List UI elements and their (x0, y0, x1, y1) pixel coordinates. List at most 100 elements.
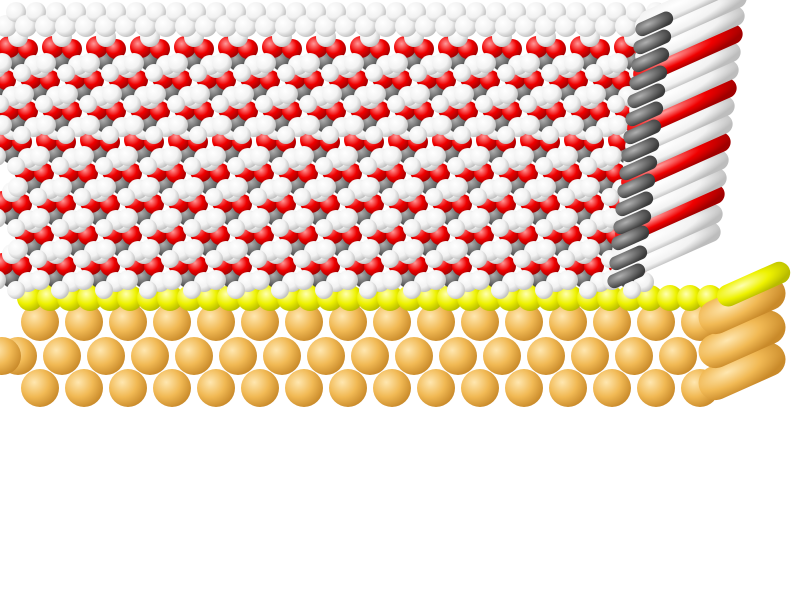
hydrogen-atom (80, 53, 100, 73)
hydrogen-atom (476, 115, 496, 135)
hydrogen-atom (409, 64, 427, 82)
hydrogen-atom (315, 157, 333, 175)
hydrogen-atom (410, 84, 430, 104)
gold-atom (505, 303, 543, 341)
hydrogen-atom (360, 177, 380, 197)
hydrogen-atom (426, 146, 446, 166)
hydrogen-atom (580, 177, 600, 197)
hydrogen-atom (365, 64, 383, 82)
gold-atom (109, 369, 147, 407)
hydrogen-atom (447, 219, 465, 237)
hydrogen-atom (140, 239, 160, 259)
side-carbon-column (619, 155, 658, 181)
hydrogen-atom (52, 177, 72, 197)
gold-atom (21, 303, 59, 341)
hydrogen-atom (520, 53, 540, 73)
gold-atom (527, 337, 565, 375)
hydrogen-atom (0, 53, 12, 73)
hydrogen-atom (30, 208, 50, 228)
hydrogen-atom (300, 115, 320, 135)
gold-atom (219, 337, 257, 375)
hydrogen-atom (470, 270, 490, 290)
hydrogen-atom (608, 115, 628, 135)
hydrogen-atom (382, 146, 402, 166)
hydrogen-atom (250, 208, 270, 228)
oxygen-atom (0, 70, 16, 90)
hydrogen-atom (542, 84, 562, 104)
hydrogen-atom (145, 126, 163, 144)
gold-atom (65, 369, 103, 407)
hydrogen-atom (535, 281, 553, 299)
hydrogen-atom (211, 95, 229, 113)
hydrogen-atom (146, 84, 166, 104)
hydrogen-atom (321, 126, 339, 144)
hydrogen-atom (8, 239, 28, 259)
hydrogen-atom (0, 146, 6, 166)
hydrogen-atom (74, 270, 94, 290)
hydrogen-atom (557, 250, 575, 268)
hydrogen-atom (337, 250, 355, 268)
hydrogen-atom (382, 208, 402, 228)
hydrogen-atom (294, 270, 314, 290)
hydrogen-atom (448, 239, 468, 259)
gold-atom (417, 303, 455, 341)
hydrogen-atom (278, 84, 298, 104)
hydrogen-atom (294, 146, 314, 166)
hydrogen-atom (139, 157, 157, 175)
hydrogen-atom (344, 115, 364, 135)
hydrogen-atom (212, 53, 232, 73)
hydrogen-atom (228, 239, 248, 259)
gold-substrate-layer (0, 303, 719, 407)
hydrogen-atom (73, 188, 91, 206)
hydrogen-atom (387, 95, 405, 113)
hydrogen-atom (7, 157, 25, 175)
hydrogen-atom (96, 239, 116, 259)
hydrogen-atom (404, 177, 424, 197)
hydrogen-atom (535, 157, 553, 175)
hydrogen-atom (277, 64, 295, 82)
hydrogen-atom (608, 53, 628, 73)
hydrogen-atom (249, 188, 267, 206)
hydrogen-atom (470, 146, 490, 166)
hydrogen-atom (403, 281, 421, 299)
hydrogen-atom (469, 188, 487, 206)
hydrogen-atom (227, 281, 245, 299)
side-carbon-column (631, 47, 670, 73)
hydrogen-atom (469, 250, 487, 268)
hydrogen-atom (7, 219, 25, 237)
hydrogen-atom (454, 84, 474, 104)
hydrogen-atom (541, 64, 559, 82)
hydrogen-atom (607, 95, 625, 113)
hydrogen-atom (491, 281, 509, 299)
hydrogen-atom (117, 250, 135, 268)
side-carbon-column (609, 245, 648, 271)
hydrogen-atom (35, 95, 53, 113)
gold-atom (417, 369, 455, 407)
hydrogen-atom (316, 239, 336, 259)
hydrogen-atom (623, 281, 641, 299)
sulfur-atom (337, 285, 363, 311)
hydrogen-atom (250, 146, 270, 166)
hydrogen-atom (558, 208, 578, 228)
hydrogen-atom (123, 95, 141, 113)
gold-atom (439, 337, 477, 375)
hydrogen-atom (57, 126, 75, 144)
side-carbon-column (635, 11, 674, 37)
hydrogen-atom (558, 270, 578, 290)
hydrogen-atom (294, 208, 314, 228)
gold-atom (615, 337, 653, 375)
gold-atom (153, 369, 191, 407)
hydrogen-atom (448, 177, 468, 197)
hydrogen-atom (564, 115, 584, 135)
hydrogen-atom (492, 177, 512, 197)
hydrogen-atom (52, 239, 72, 259)
gold-atom (197, 303, 235, 341)
hydrogen-atom (189, 126, 207, 144)
hydrogen-atom (315, 281, 333, 299)
hydrogen-atom (95, 219, 113, 237)
gold-atom (659, 337, 697, 375)
hydrogen-atom (272, 239, 292, 259)
hydrogen-atom (293, 188, 311, 206)
hydrogen-atom (579, 219, 597, 237)
side-carbon-column (627, 83, 666, 109)
